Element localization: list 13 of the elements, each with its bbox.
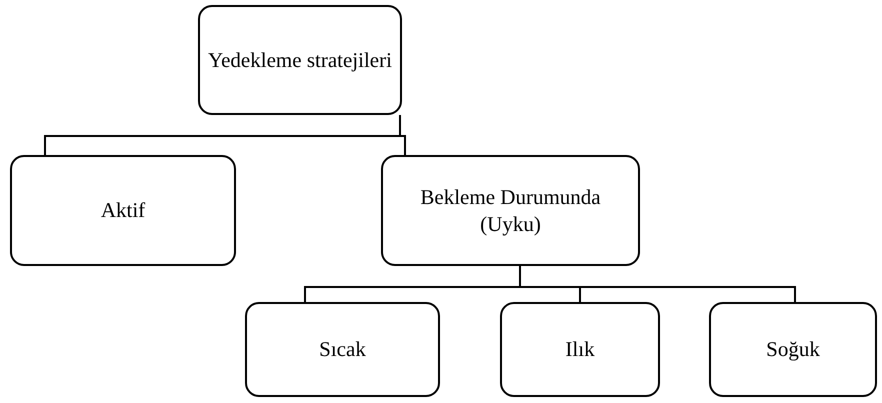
process-box (500, 302, 660, 397)
box-label: Sıcak (319, 336, 366, 363)
process-box (10, 155, 236, 266)
process-box (709, 302, 877, 397)
box-label: Soğuk (766, 336, 820, 363)
process-box (245, 302, 440, 397)
box-label: Aktif (100, 197, 146, 224)
connector-line (399, 115, 406, 155)
box-label: Bekleme Durumunda (Uyku) (419, 184, 602, 237)
process-box (198, 5, 402, 115)
box-label: Ilık (565, 336, 595, 363)
box-label: Yedekleme stratejileri (208, 46, 392, 74)
process-box (381, 155, 640, 266)
